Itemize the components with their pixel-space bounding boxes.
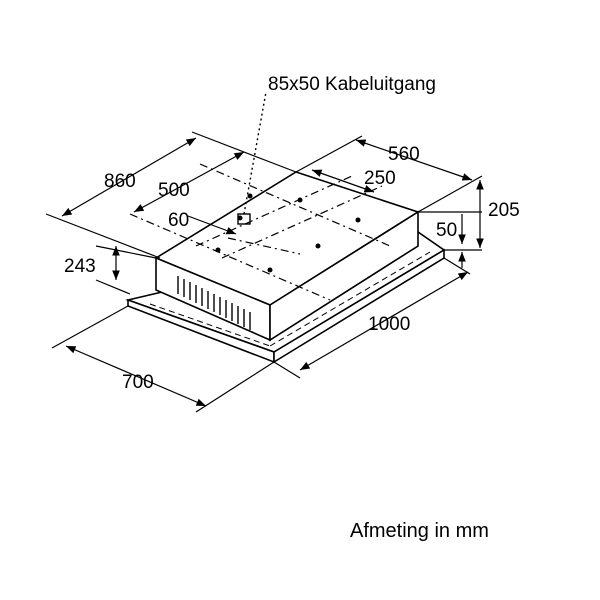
mounting-centre-lines (129, 163, 391, 301)
cable-exit (237, 91, 267, 225)
label-offset-60: 60 (168, 210, 189, 231)
label-depth-860: 860 (104, 171, 136, 192)
label-height-243: 243 (64, 256, 96, 277)
ventilation-grille (177, 276, 251, 330)
label-length-1000: 1000 (368, 314, 410, 335)
label-height-205: 205 (488, 200, 520, 221)
label-width-700: 700 (122, 372, 154, 393)
units-caption: Afmeting in mm (350, 520, 489, 542)
label-height-50: 50 (436, 220, 457, 241)
label-width-250: 250 (364, 168, 396, 189)
label-depth-500: 500 (158, 180, 190, 201)
label-width-560: 560 (388, 144, 420, 165)
mounting-holes (215, 193, 361, 273)
dimension-lines (45, 131, 484, 413)
label-cable-exit: 85x50 Kabeluitgang (268, 74, 436, 95)
